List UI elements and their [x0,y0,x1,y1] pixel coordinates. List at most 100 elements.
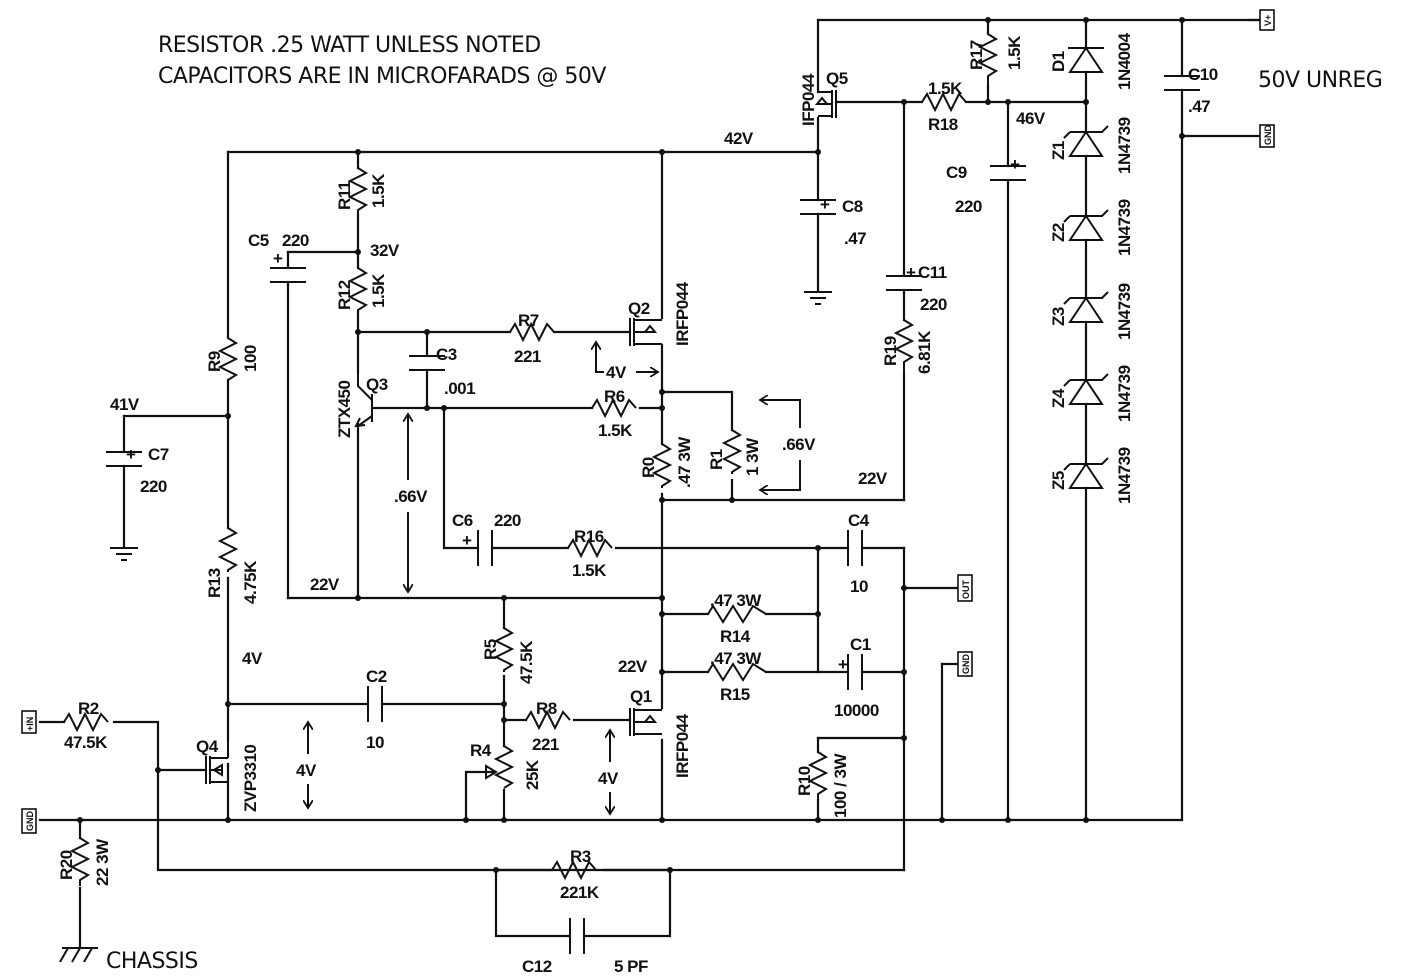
svg-text:+IN: +IN [25,717,35,731]
label-c10-value: .47 [1188,97,1210,116]
label-r1-ref: R1 [707,449,726,470]
label-r15-value: .47 3W [710,649,762,668]
zener-z5 [1063,457,1109,489]
label-r18-ref: R18 [928,115,958,134]
label-z1-part: 1N4739 [1115,117,1134,174]
label-r11-ref: R11 [335,181,354,210]
svg-text:+: + [462,531,472,550]
port-in[interactable]: +IN [21,710,37,734]
label-c3-ref: C3 [436,345,457,364]
port-vplus[interactable]: V+ [1248,9,1275,31]
svg-text:+: + [820,195,830,214]
label-q5-ref: Q5 [826,69,848,88]
label-d1-part: 1N4004 [1115,32,1134,90]
label-d1-ref: D1 [1049,51,1068,72]
label-r18-value: 1.5K [928,79,963,98]
label-c5-value: 220 [282,231,309,250]
voltage-32v: 32V [370,241,400,260]
capacitor-c2 [367,686,383,722]
resistor-r2 [63,711,109,733]
port-gnd-out[interactable]: GND [957,651,973,677]
voltage-4v-q2: 4V [606,363,627,382]
voltage-22v-q1: 22V [618,657,648,676]
label-r15-ref: R15 [720,685,750,704]
label-r11-value: 1.5K [369,173,388,208]
resistor-r16 [567,537,613,559]
label-r5-value: 47.5K [517,640,536,684]
voltage-arrows [308,342,801,814]
svg-text:+: + [1010,155,1020,174]
label-r16-value: 1.5K [572,561,607,580]
resistor-r1 [721,429,743,474]
label-q3-ref: Q3 [366,375,388,394]
capacitor-c6: + [462,530,493,566]
label-c4-ref: C4 [848,511,870,530]
label-r5-ref: R5 [481,639,500,660]
port-gnd-supply[interactable]: GND [1259,124,1275,148]
voltage-066v-r0: .66V [782,435,816,454]
label-c10-ref: C10 [1188,65,1218,84]
label-r20-value: 22 3W [93,838,112,886]
note-resistor-wattage: RESISTOR .25 WATT UNLESS NOTED [158,33,541,58]
label-r20-ref: R20 [57,850,76,880]
capacitor-c10 [1164,75,1200,91]
zener-z1 [1063,125,1109,157]
label-r0-value: .47 3W [675,436,694,488]
label-c6-ref: C6 [452,511,473,530]
label-r6-ref: R6 [604,387,625,406]
label-c1-value: 10000 [834,701,879,720]
wires [38,18,1264,948]
label-z4-ref: Z4 [1049,388,1068,408]
resistor-r15 [707,662,767,682]
ground-symbol-c8 [804,291,832,305]
resistor-r10 [807,751,829,800]
label-c7-value: 220 [140,477,167,496]
label-z4-part: 1N4739 [1115,365,1134,422]
svg-text:OUT: OUT [961,580,971,600]
label-r4-value: 25K [523,759,542,790]
label-r7-ref: R7 [518,311,539,330]
label-c12-value: 5 PF [614,957,648,976]
note-chassis: CHASSIS [106,949,198,974]
capacitor-c8: + [800,195,836,215]
mosfet-q2 [629,318,662,346]
svg-text:GND: GND [25,811,35,832]
note-supply: 50V UNREG [1258,68,1382,93]
voltage-46v: 46V [1016,109,1046,128]
port-gnd-in[interactable]: GND [21,808,37,834]
label-r8-value: 221 [532,735,559,754]
junctions [77,17,1185,873]
resistor-r9 [217,337,239,381]
label-z5-part: 1N4739 [1115,447,1134,504]
label-q4-part: ZVP3310 [241,745,260,812]
label-r8-ref: R8 [536,699,557,718]
resistor-r7 [509,321,555,343]
label-c1-ref: C1 [850,635,871,654]
resistor-r5 [493,627,515,672]
mosfet-q5 [814,90,837,118]
zener-z2 [1063,209,1109,241]
port-out[interactable]: OUT [957,574,973,602]
label-c2-ref: C2 [366,667,387,686]
resistor-r19 [893,319,915,374]
label-c8-value: .47 [844,229,866,248]
label-z3-part: 1N4739 [1115,283,1134,340]
label-z2-ref: Z2 [1049,223,1068,242]
label-r4-ref: R4 [470,741,492,760]
voltage-22v-bus: 22V [310,575,340,594]
label-r16-ref: R16 [574,527,604,546]
label-r19-value: 6.81K [915,330,934,374]
capacitor-c1: + [838,654,863,690]
svg-text:+: + [126,445,136,464]
bjt-q3 [354,372,373,428]
resistor-r8 [525,709,571,731]
voltage-4v-q1: 4V [598,769,619,788]
label-c7-ref: C7 [148,445,169,464]
label-c11-ref: C11 [918,263,947,282]
label-r13-ref: R13 [205,568,224,598]
label-r17-ref: R17 [967,40,986,70]
label-r1-value: 1 3W [743,437,762,476]
label-r17-value: 1.5K [1005,35,1024,70]
